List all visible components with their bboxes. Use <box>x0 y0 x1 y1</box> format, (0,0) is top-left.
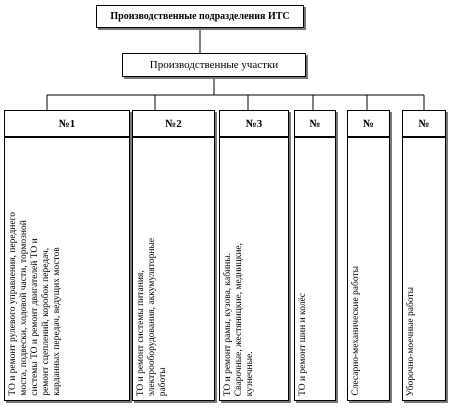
section-3-head: №3 <box>219 110 289 137</box>
section-2-head: №2 <box>132 110 215 137</box>
section-5-head: № <box>347 110 390 137</box>
section-6-text: Уборочно-моечные работы <box>406 286 416 396</box>
section-6-label: № <box>418 117 430 130</box>
section-1-text: ТО и ремонт рулевого управления, передне… <box>8 212 62 396</box>
diagram-title-box: Производственные подразделения ИТС <box>96 5 304 28</box>
diagram-subtitle: Производственные участки <box>149 59 279 71</box>
section-4-label: № <box>309 117 321 130</box>
section-5-label: № <box>362 117 375 130</box>
section-3-label: №3 <box>245 117 263 130</box>
section-6-body: Уборочно-моечные работы <box>402 137 446 401</box>
section-1-body: ТО и ремонт рулевого управления, передне… <box>4 137 130 401</box>
section-2-text: ТО и ремонт системы питания, электрообор… <box>136 237 168 396</box>
subtitle-box: Производственные участки <box>122 53 306 77</box>
section-4-text: ТО и ремонт шин и колёс <box>298 293 308 396</box>
section-3-text: ТО и ремонт рамы, кузова, кабины. Свароч… <box>223 242 255 396</box>
section-2-body: ТО и ремонт системы питания, электрообор… <box>132 137 215 401</box>
section-4-head: № <box>294 110 336 137</box>
section-4-body: ТО и ремонт шин и колёс <box>294 137 336 401</box>
section-1-label: №1 <box>58 117 76 130</box>
section-1-head: №1 <box>4 110 130 137</box>
section-5-text: Слесарно-механические работы <box>351 266 361 396</box>
section-6-head: № <box>402 110 446 137</box>
section-3-body: ТО и ремонт рамы, кузова, кабины. Свароч… <box>219 137 289 401</box>
section-2-label: №2 <box>165 117 182 130</box>
section-5-body: Слесарно-механические работы <box>347 137 390 401</box>
diagram-title: Производственные подразделения ИТС <box>110 11 290 22</box>
